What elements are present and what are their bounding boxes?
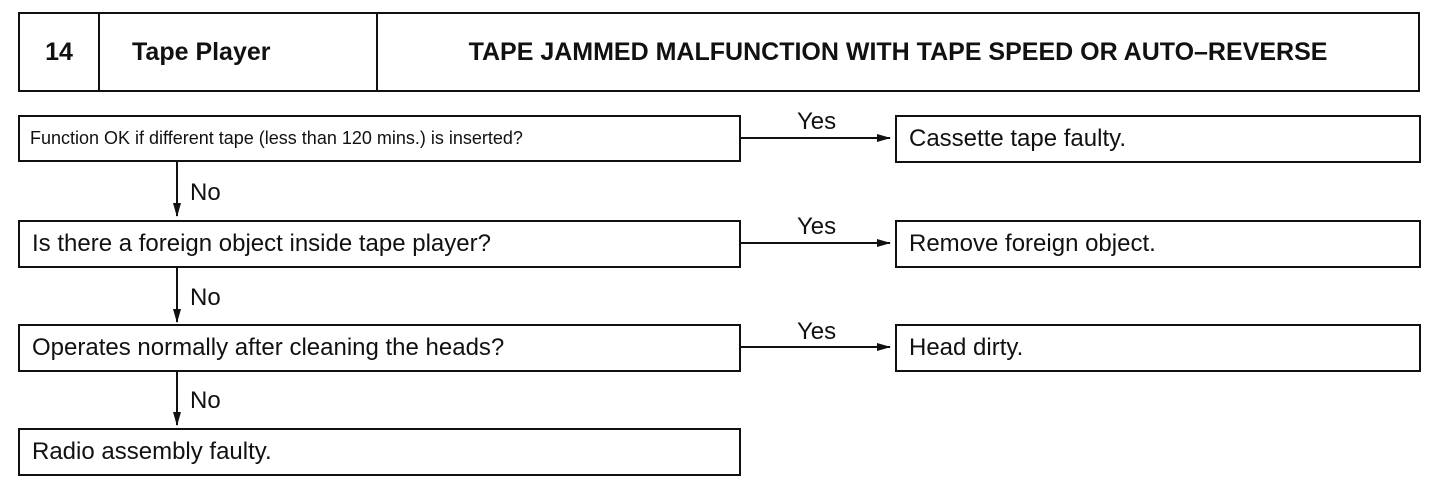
result-box-1: Cassette tape faulty.	[895, 115, 1421, 163]
header-table: 14 Tape Player TAPE JAMMED MALFUNCTION W…	[18, 12, 1420, 92]
question-text-1: Function OK if different tape (less than…	[30, 128, 523, 148]
result-text-1: Cassette tape faulty.	[909, 125, 1127, 152]
result-text-3: Head dirty.	[909, 334, 1024, 361]
question-box-3: Operates normally after cleaning the hea…	[18, 324, 741, 372]
result-box-2: Remove foreign object.	[895, 220, 1421, 268]
final-result-text: Radio assembly faulty.	[32, 438, 272, 465]
question-box-1: Function OK if different tape (less than…	[18, 115, 741, 162]
section-name: Tape Player	[100, 14, 378, 90]
result-text-2: Remove foreign object.	[909, 230, 1156, 257]
question-text-3: Operates normally after cleaning the hea…	[32, 334, 505, 361]
question-box-2: Is there a foreign object inside tape pl…	[18, 220, 741, 268]
result-box-3: Head dirty.	[895, 324, 1421, 372]
yes-label-3: Yes	[797, 318, 837, 345]
no-label-3: No	[190, 387, 221, 414]
question-text-2: Is there a foreign object inside tape pl…	[32, 230, 491, 257]
malfunction-title: TAPE JAMMED MALFUNCTION WITH TAPE SPEED …	[468, 37, 1328, 66]
final-result-box: Radio assembly faulty.	[18, 428, 741, 476]
yes-label-2: Yes	[797, 213, 837, 240]
yes-label-1: Yes	[797, 108, 837, 135]
no-label-1: No	[190, 179, 221, 206]
section-number: 14	[20, 14, 100, 90]
no-label-2: No	[190, 284, 221, 311]
